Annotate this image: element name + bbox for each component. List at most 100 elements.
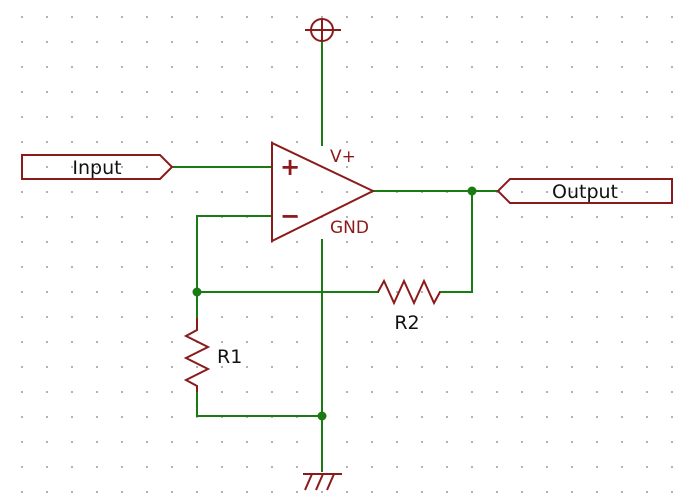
grid-dot <box>496 116 498 118</box>
grid-dot <box>346 441 348 443</box>
grid-dot <box>171 266 173 268</box>
grid-dot <box>71 141 73 143</box>
grid-dot <box>671 366 673 368</box>
grid-dot <box>146 266 148 268</box>
opamp[interactable]: + − V+ GND <box>271 141 376 243</box>
grid-dot <box>621 141 623 143</box>
grid-dot <box>496 241 498 243</box>
grid-dot <box>421 66 423 68</box>
grid-dot <box>271 366 273 368</box>
grid-dot <box>271 341 273 343</box>
grid-dot <box>296 166 298 168</box>
grid-dot <box>396 416 398 418</box>
grid-dot <box>471 366 473 368</box>
grid-dot <box>396 16 398 18</box>
grid-dot <box>446 41 448 43</box>
grid-dot <box>621 16 623 18</box>
grid-dot <box>396 366 398 368</box>
grid-dot <box>196 466 198 468</box>
output-port[interactable]: Output <box>496 178 673 204</box>
opamp-minus-sign: − <box>280 202 300 230</box>
grid-dot <box>396 291 398 293</box>
grid-dot <box>671 216 673 218</box>
grid-dot <box>546 391 548 393</box>
grid-dot <box>346 41 348 43</box>
grid-dot <box>96 191 98 193</box>
grid-dot <box>521 416 523 418</box>
grid-dot <box>21 491 23 493</box>
grid-dot <box>346 316 348 318</box>
grid-dot <box>521 191 523 193</box>
resistor-r2-label: R2 <box>394 312 419 334</box>
grid-dot <box>246 191 248 193</box>
grid-dot <box>646 291 648 293</box>
grid-dot <box>121 441 123 443</box>
wire-minus-to-feedback <box>196 215 273 319</box>
output-port-label: Output <box>552 181 618 203</box>
grid-dot <box>171 466 173 468</box>
grid-dot <box>621 416 623 418</box>
grid-dot <box>521 216 523 218</box>
grid-dot <box>496 66 498 68</box>
grid-dot <box>121 116 123 118</box>
grid-dot <box>371 341 373 343</box>
grid-dot <box>296 316 298 318</box>
grid-dot <box>371 366 373 368</box>
grid-dot <box>671 66 673 68</box>
grid-dot <box>346 216 348 218</box>
grid-dot <box>146 166 148 168</box>
grid-dot <box>621 366 623 368</box>
grid-dot <box>271 41 273 43</box>
grid-dot <box>46 391 48 393</box>
grid-dot <box>346 141 348 143</box>
grid-dot <box>671 316 673 318</box>
grid-dot <box>571 466 573 468</box>
grid-dot <box>371 216 373 218</box>
grid-dot <box>421 241 423 243</box>
grid-dot <box>421 466 423 468</box>
grid-dot <box>596 366 598 368</box>
grid-dot <box>621 291 623 293</box>
grid-dot <box>596 66 598 68</box>
grid-dot <box>521 491 523 493</box>
grid-dot <box>396 241 398 243</box>
grid-dot <box>496 16 498 18</box>
grid-dot <box>71 241 73 243</box>
grid-dot <box>496 266 498 268</box>
grid-dot <box>621 466 623 468</box>
grid-dot <box>221 341 223 343</box>
grid-dot <box>96 16 98 18</box>
grid-dot <box>146 416 148 418</box>
grid-dot <box>196 16 198 18</box>
grid-dot <box>121 141 123 143</box>
grid-dot <box>446 491 448 493</box>
grid-dot <box>621 266 623 268</box>
grid-dot <box>46 241 48 243</box>
grid-dot <box>296 441 298 443</box>
grid-dot <box>96 266 98 268</box>
grid-dot <box>246 466 248 468</box>
input-port[interactable]: Input <box>21 154 174 180</box>
resistor-r2[interactable]: R2 <box>377 278 441 334</box>
grid-dot <box>146 366 148 368</box>
grid-dot <box>321 491 323 493</box>
grid-dot <box>546 466 548 468</box>
grid-dot <box>621 341 623 343</box>
grid-dot <box>471 466 473 468</box>
grid-dot <box>446 391 448 393</box>
grid-dot <box>371 16 373 18</box>
grid-dot <box>421 316 423 318</box>
grid-dot <box>421 16 423 18</box>
grid-dot <box>71 216 73 218</box>
grid-dot <box>471 66 473 68</box>
grid-dot <box>671 166 673 168</box>
grid-dot <box>96 166 98 168</box>
grid-dot <box>646 441 648 443</box>
grid-dot <box>371 116 373 118</box>
grid-dot <box>296 116 298 118</box>
grid-dot <box>121 241 123 243</box>
resistor-r1[interactable]: R1 <box>183 318 242 392</box>
grid-dot <box>671 16 673 18</box>
grid-dot <box>471 116 473 118</box>
grid-dot <box>596 91 598 93</box>
